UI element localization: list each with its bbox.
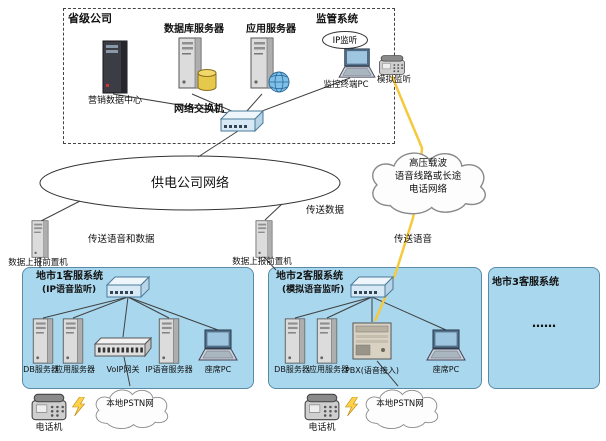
connector-lines [39,77,447,387]
city2-db-label: DB服务器 [274,365,310,374]
marketing-data-center-label: 营销数据中心 [87,96,142,106]
send-voice-label: 传送语音 [394,234,433,245]
city2-telephone-icon [304,393,340,421]
provincial-company-title: 省级公司 [68,12,112,25]
application-server-label: 应用服务器 [246,24,296,35]
city1-telephone-icon [31,393,67,421]
city2-app-label: 应用服务器 [309,365,349,374]
marketing-data-center-server-icon [102,40,128,94]
city1-telephone-label: 电话机 [35,423,63,433]
city1-agent-pc-label: 座席PC [204,365,232,374]
frontend-server-left-icon [31,220,49,258]
power-company-network-label: 供电公司网络 [150,176,229,191]
voip-gateway-label: VoIP网关 [106,365,140,374]
city2-agent-pc-icon [426,329,466,361]
application-server-icon [251,38,289,92]
frontend-server-left-label: 数据上报前置机 [8,258,68,268]
city1-db-server-icon [32,318,54,364]
database-server-label: 数据库服务器 [164,24,224,35]
city2-lightning-icon [345,397,358,417]
monitor-pc-icon [338,48,376,78]
monitor-pc-label: 监控终端PC [323,80,369,90]
city2-switch-icon [350,276,394,298]
send-data-label: 传送数据 [306,205,345,216]
power-company-network-ellipse [39,155,341,211]
frontend-server-mid-icon [255,220,273,258]
city2-subtitle: (模拟语音监听) [282,285,345,295]
city1-subtitle: (IP语音监听) [42,285,97,295]
ip-voice-server-icon [158,318,180,364]
city1-db-label: DB服务器 [23,365,59,374]
city3-ellipsis: …… [532,316,556,330]
city1-app-server-icon [62,318,84,364]
city2-agent-pc-label: 座席PC [432,365,460,374]
analog-monitor-label: 模拟监听 [376,75,411,85]
analog-monitor-phone-icon [379,55,405,75]
ip-voice-server-label: IP语音服务器 [145,365,193,374]
database-server-icon [179,38,216,91]
voip-gateway-icon [94,337,152,357]
network-switch-label: 网络交换机 [174,104,224,115]
send-voice-data-label: 传送语音和数据 [88,234,155,245]
long-distance-network-label: 高压载波 语音线路或长途 电话网络 [394,158,462,195]
pbx-label: PBX(语音接入) [344,366,400,375]
ip-monitor-callout: IP监听 [322,31,368,49]
city2-db-server-icon [284,318,306,364]
city1-app-label: 应用服务器 [55,365,95,374]
provincial-company-box [63,8,395,144]
city1-title: 地市1客服系统 [36,271,103,282]
city2-title: 地市2客服系统 [276,271,343,282]
supervision-system-title: 监管系统 [316,13,358,25]
city1-pstn-label: 本地PSTN网 [106,399,154,409]
city3-system-box [488,267,600,389]
frontend-server-mid-label: 数据上报前置机 [232,257,292,267]
ip-monitor-label: IP监听 [332,36,358,46]
pbx-icon [352,322,392,360]
city2-telephone-label: 电话机 [308,423,336,433]
city1-agent-pc-icon [198,329,238,361]
city2-pstn-cloud [365,389,439,430]
city1-lightning-icon [72,397,85,417]
city1-switch-icon [106,276,150,298]
network-switch-icon [220,110,264,132]
city2-app-server-icon [316,318,338,364]
city3-title: 地市3客服系统 [492,277,559,288]
city2-pstn-label: 本地PSTN网 [376,399,424,409]
city1-pstn-cloud [95,389,169,430]
